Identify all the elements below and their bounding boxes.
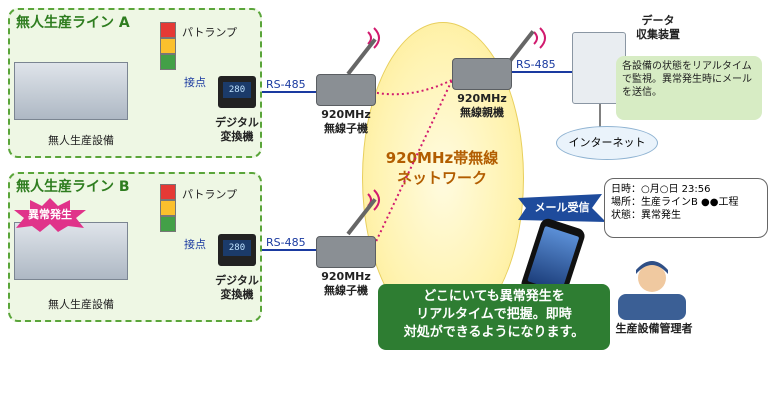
child-unit-label-a: 920MHz 無線子機 <box>306 108 386 136</box>
signal-tower-b <box>160 184 176 232</box>
collector-label-1: データ <box>641 14 675 27</box>
converter-label-a: デジタル 変換機 <box>200 116 274 144</box>
converter-label-b-1: デジタル <box>215 274 259 287</box>
mail-received-label: メール受信 <box>534 201 590 214</box>
mail-status: 状態：異常発生 <box>611 210 681 221</box>
wireless-child-unit-a <box>316 74 376 106</box>
radio-link-a <box>371 79 453 96</box>
mail-received-burst-icon <box>518 194 606 222</box>
collector-label: データ 収集装置 <box>630 14 686 42</box>
collector-label-2: 収集装置 <box>636 28 680 41</box>
rs485-label-a: RS-485 <box>266 78 306 91</box>
equipment-label-b: 無人生産設備 <box>48 298 114 311</box>
production-equipment-a <box>14 62 128 120</box>
rs485-label-b: RS-485 <box>266 236 306 249</box>
signal-tower-a <box>160 22 176 70</box>
child-unit-b-line1: 920MHz <box>321 270 371 283</box>
message-line2: リアルタイムで把握。即時 <box>416 307 572 322</box>
mail-date: 日時：○月○日 23:56 <box>611 184 711 195</box>
digital-converter-a: 280 <box>218 76 256 108</box>
production-equipment-b <box>14 222 128 280</box>
line-a-title: 無人生産ライン A <box>16 15 130 31</box>
converter-display-b: 280 <box>223 240 251 256</box>
wireless-parent-unit <box>452 58 512 90</box>
rs485-label-parent: RS-485 <box>516 58 556 71</box>
contact-label-b: 接点 <box>184 238 206 251</box>
alert-burst-icon <box>14 198 86 232</box>
child-unit-label-b: 920MHz 無線子機 <box>306 270 386 298</box>
mail-content-box: 日時：○月○日 23:56 場所：生産ラインB ●●工程 状態：異常発生 <box>604 178 768 238</box>
converter-label-a-2: 変換機 <box>220 130 254 143</box>
converter-label-b-2: 変換機 <box>220 288 254 301</box>
wireless-child-unit-b <box>316 236 376 268</box>
internet-cloud: インターネット <box>556 126 658 160</box>
converter-display-a: 280 <box>223 82 251 98</box>
internet-label: インターネット <box>568 136 646 149</box>
collector-note: 各設備の状態をリアルタイムで監視。異常発生時にメールを送信。 <box>616 56 762 120</box>
digital-converter-b: 280 <box>218 234 256 266</box>
patlamp-label-b: パトランプ <box>182 188 237 201</box>
child-unit-b-line2: 無線子機 <box>324 284 368 297</box>
contact-label-a: 接点 <box>184 76 206 89</box>
network-label: 920MHz帯無線 ネットワーク <box>380 148 504 188</box>
parent-unit-line2: 無線親機 <box>460 106 504 119</box>
patlamp-label-a: パトランプ <box>182 26 237 39</box>
parent-unit-label: 920MHz 無線親機 <box>442 92 522 120</box>
alert-label: 異常発生 <box>28 208 72 221</box>
network-label-line1: 920MHz帯無線 <box>385 149 499 167</box>
converter-label-a-1: デジタル <box>215 116 259 129</box>
line-b-title: 無人生産ライン B <box>16 179 130 195</box>
equipment-label-a: 無人生産設備 <box>48 134 114 147</box>
radio-wave-parent <box>533 27 546 49</box>
message-callout: どこにいても異常発生を リアルタイムで把握。即時 対処ができるようになります。 <box>378 284 610 350</box>
message-line1: どこにいても異常発生を <box>423 289 565 304</box>
mail-place: 場所：生産ラインB ●●工程 <box>611 197 739 208</box>
radio-link-b <box>371 79 453 251</box>
child-unit-a-line1: 920MHz <box>321 108 371 121</box>
child-unit-a-line2: 無線子機 <box>324 122 368 135</box>
parent-unit-line1: 920MHz <box>457 92 507 105</box>
message-line3: 対処ができるようになります。 <box>403 325 585 340</box>
converter-label-b: デジタル 変換機 <box>200 274 274 302</box>
manager-label: 生産設備管理者 <box>615 322 693 335</box>
manager-person-icon <box>618 261 686 320</box>
network-label-line2: ネットワーク <box>396 169 487 187</box>
